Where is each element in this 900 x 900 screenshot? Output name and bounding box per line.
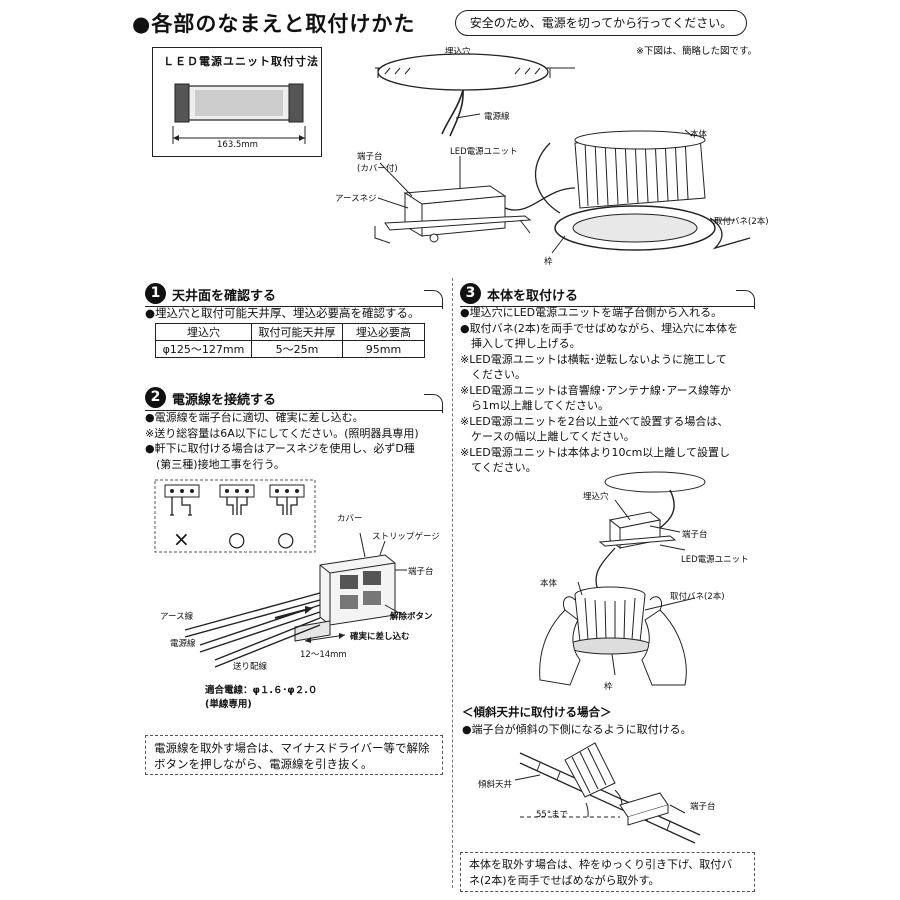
- section3-line: ケースの幅以上離してください。: [460, 430, 635, 443]
- section3-line: ※LED電源ユニットは横転･逆転しないように施工して: [460, 352, 727, 366]
- wiring-mark-ng: ×: [173, 527, 190, 551]
- s3-label-frame: 枠: [604, 682, 613, 692]
- label-wire-size: 適合電線：φ１.６･φ２.０: [205, 685, 318, 696]
- section1-text: ●埋込穴と取付可能天井厚、埋込必要高を確認する。: [145, 306, 420, 322]
- label-spring: 取付バネ(2本): [714, 217, 769, 227]
- table-header-row: 埋込穴 取付可能天井厚 埋込必要高: [155, 323, 425, 341]
- section3-line: ※LED電源ユニットは本体より10cm以上離して設置し: [460, 445, 730, 459]
- note-line: ネ(2本)を両手でせばめながら取外す。: [469, 874, 660, 887]
- label-single-only: (単線専用): [205, 699, 252, 710]
- slope-title: ＜傾斜天井に取付ける場合＞: [462, 705, 612, 719]
- s3-label-hole: 埋込穴: [583, 492, 609, 502]
- slope-diagram: [514, 742, 701, 844]
- removal-note: 本体を取外す場合は、枠をゆっくり引き下げ、取付バ ネ(2本)を両手でせばめながら…: [460, 852, 755, 892]
- label-earth-screw: アースネジ: [335, 194, 377, 204]
- section2-text: ●電源線を端子台に適切、確実に差し込む。 ※送り総容量は6A以下にしてください。…: [145, 410, 419, 472]
- section3-header: 3 本体を取付ける: [460, 283, 755, 309]
- label-frame: 枠: [544, 257, 553, 267]
- page-title: ●各部のなまえと取付けかた: [132, 12, 416, 36]
- table-header-cell: 取付可能天井厚: [251, 323, 343, 341]
- label-power-cable: 電源線: [484, 112, 510, 122]
- installation-diagram: [539, 471, 706, 686]
- s3-label-body: 本体: [540, 579, 558, 589]
- section1-tail: [424, 290, 443, 309]
- section3-line: てください。: [460, 461, 537, 474]
- slope-label-terminal: 端子台: [690, 802, 716, 812]
- section2-removal-note: 電源線を取外す場合は、マイナスドライバー等で解除 ボタンを押しながら、電源線を引…: [145, 735, 443, 775]
- table-header-cell: 埋込穴: [155, 323, 252, 341]
- label-feed-wire: 送り配線: [233, 662, 268, 672]
- section3-title: 本体を取付ける: [487, 289, 579, 304]
- section2-title: 電源線を接続する: [172, 393, 277, 408]
- wiring-mark-ok-1: ○: [228, 527, 246, 551]
- section2-line: ※送り総容量は6A以下にしてください。(照明器具専用): [145, 426, 419, 440]
- safety-note: 安全のため、電源を切ってから行ってください。: [455, 10, 747, 36]
- unit-dimension-title: ＬＥＤ電源ユニット取付寸法: [163, 55, 319, 68]
- note-line: 電源線を取外す場合は、マイナスドライバー等で解除: [154, 741, 430, 755]
- label-led-unit: LED電源ユニット: [450, 147, 518, 157]
- section3-number: 3: [460, 283, 481, 304]
- section2-header: 2 電源線を接続する: [145, 387, 443, 413]
- slope-text: ●端子台が傾斜の下側になるように取付ける。: [462, 723, 692, 736]
- label-body: 本体: [690, 130, 708, 140]
- label-power-wire: 電源線: [170, 639, 196, 649]
- label-strip-gauge: ストリップゲージ: [372, 532, 440, 542]
- note-line: ボタンを押しながら、電源線を引き抜く。: [154, 757, 373, 771]
- table-row: φ125〜127mm 5〜25m 95mm: [155, 340, 425, 358]
- section2-tail: [424, 394, 443, 413]
- simplified-note: ※下図は、簡略した図です。: [636, 46, 758, 57]
- label-terminal-block: 端子台: [408, 567, 434, 577]
- section3-line: ら1m以上離してください。: [460, 399, 610, 412]
- s3-label-spring: 取付バネ(2本): [670, 592, 725, 602]
- table-cell: 5〜25m: [251, 340, 343, 358]
- section2-number: 2: [145, 387, 166, 408]
- section2-line: ●電源線を端子台に適切、確実に差し込む。: [145, 411, 364, 424]
- section3-line: ※LED電源ユニットを2台以上並べて設置する場合は、: [460, 414, 729, 428]
- section2-line: ●軒下に取付ける場合はアースネジを使用し、必ずD種: [145, 442, 415, 455]
- wiring-diagram: [154, 479, 407, 668]
- label-release-button: 解除ボタン: [390, 612, 433, 622]
- column-divider: [452, 278, 453, 888]
- label-terminal: 端子台: [357, 152, 383, 162]
- table-header-cell: 埋込必要高: [342, 323, 425, 341]
- section3-line: 挿入して押し上げる。: [460, 337, 581, 350]
- ceiling-spec-table: 埋込穴 取付可能天井厚 埋込必要高 φ125〜127mm 5〜25m 95mm: [155, 323, 425, 358]
- note-line: 本体を取外す場合は、枠をゆっくり引き下げ、取付バ: [469, 858, 733, 871]
- label-terminal-cover: (カバー付): [357, 164, 398, 174]
- section3-line: ●取付バネ(2本)を両手でせばめながら、埋込穴に本体を: [460, 321, 739, 335]
- label-earth-wire: アース線: [160, 612, 194, 622]
- table-cell: φ125〜127mm: [155, 340, 252, 358]
- s3-label-terminal: 端子台: [682, 530, 708, 540]
- section1-header: 1 天井面を確認する: [145, 283, 443, 309]
- label-cover: カバー: [337, 514, 363, 524]
- section1-number: 1: [145, 283, 166, 304]
- unit-dimension-box: ＬＥＤ電源ユニット取付寸法 163.5mm: [152, 47, 322, 157]
- section1-line: ●埋込穴と取付可能天井厚、埋込必要高を確認する。: [145, 306, 420, 320]
- slope-label-angle: 55°まで: [536, 810, 569, 820]
- label-strip-length: 12〜14mm: [300, 650, 347, 660]
- table-cell: 95mm: [342, 340, 425, 358]
- section1-title: 天井面を確認する: [172, 289, 277, 304]
- unit-dimension-length: 163.5mm: [217, 140, 258, 150]
- section3-line: ※LED電源ユニットは音響線･アンテナ線･アース線等か: [460, 383, 732, 397]
- label-insert: 確実に差し込む: [350, 632, 410, 642]
- slope-label-ceiling: 傾斜天井: [478, 780, 513, 790]
- label-hole: 埋込穴: [445, 47, 471, 57]
- section3-line: ●埋込穴にLED電源ユニットを端子台側から入れる。: [460, 306, 723, 319]
- section3-line: ください。: [460, 368, 526, 381]
- s3-label-led-unit: LED電源ユニット: [681, 555, 749, 565]
- section2-line: (第三種)接地工事を行う。: [145, 457, 285, 471]
- unit-dimension-drawing: [172, 83, 306, 144]
- section3-tail: [736, 290, 755, 309]
- parts-diagram: [374, 53, 751, 254]
- wiring-mark-ok-2: ○: [277, 527, 295, 551]
- section3-text: ●埋込穴にLED電源ユニットを端子台側から入れる。 ●取付バネ(2本)を両手でせ…: [460, 305, 738, 476]
